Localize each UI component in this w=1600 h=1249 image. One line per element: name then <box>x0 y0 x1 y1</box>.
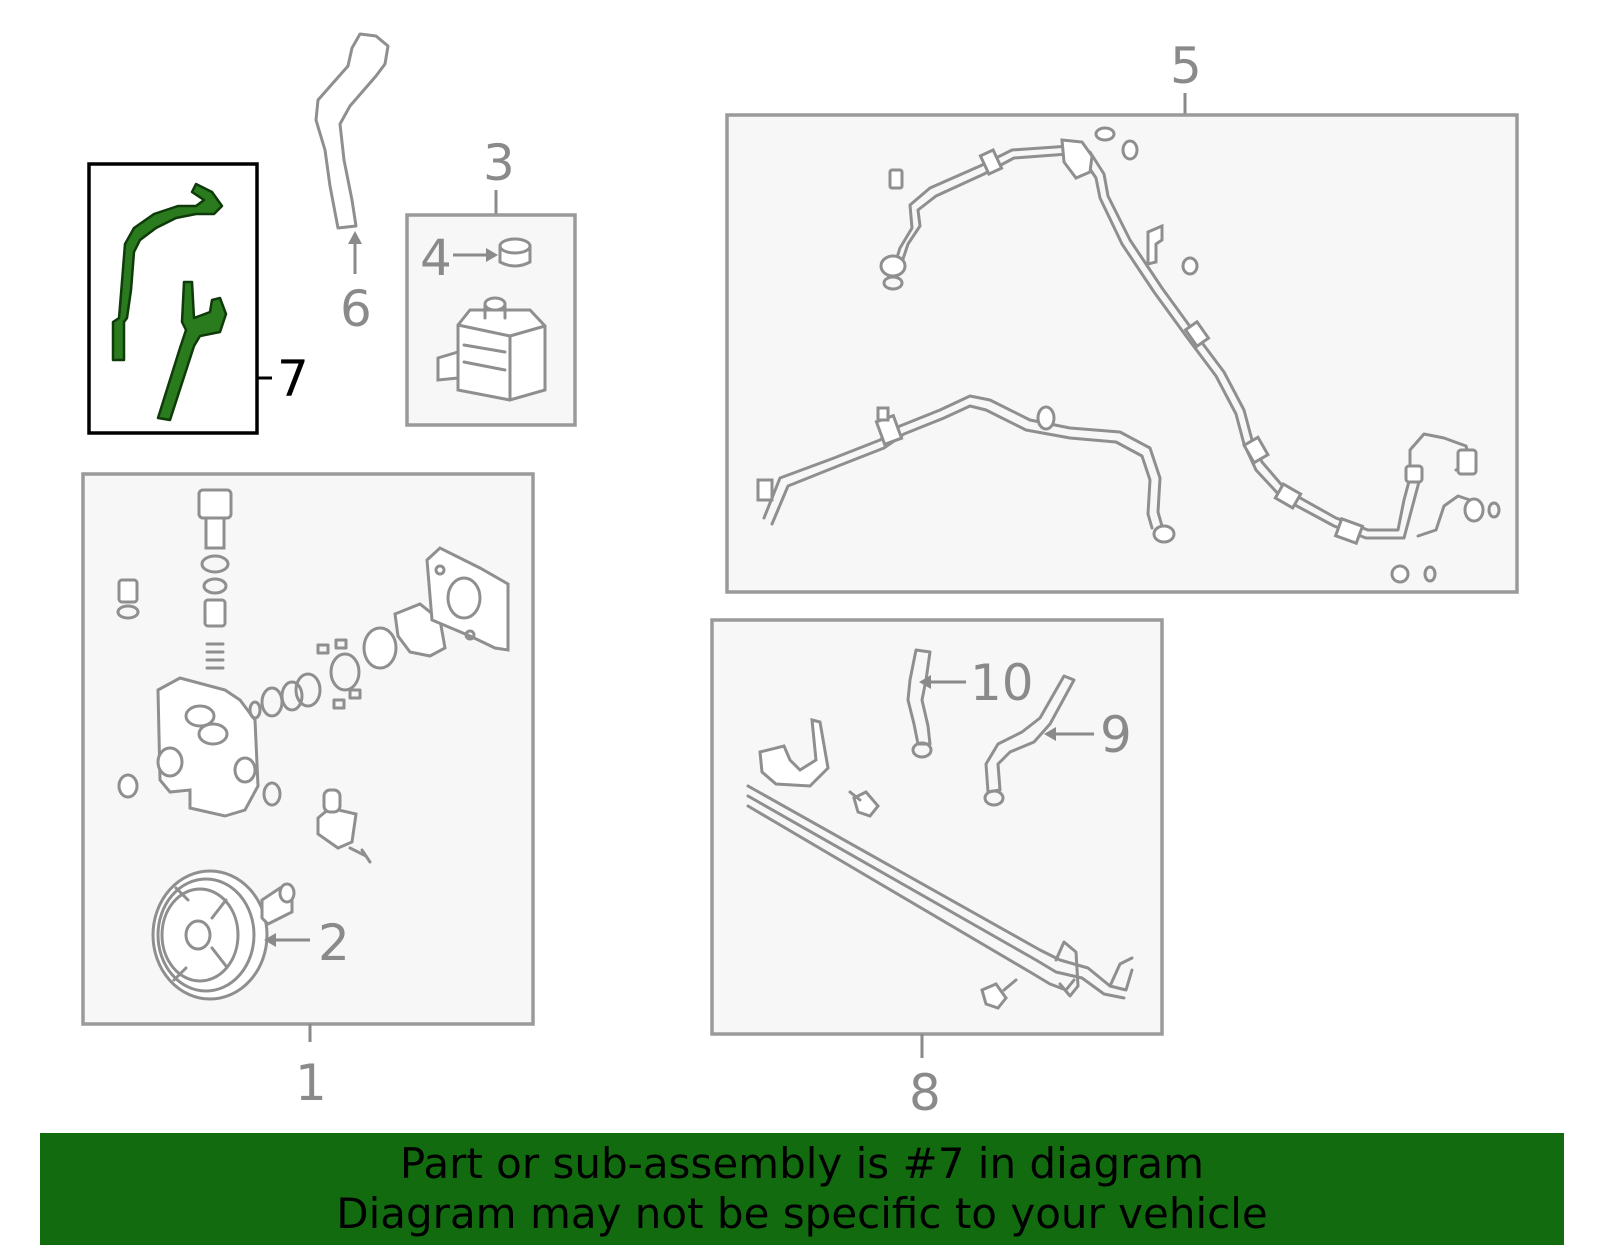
callout-6: 6 <box>340 280 372 338</box>
part-9-arrowhead <box>1044 727 1056 741</box>
part-8-cooler-lines <box>746 718 1134 1010</box>
part-2-pulley <box>151 869 296 1001</box>
part-3-reservoir <box>436 296 547 402</box>
part-8-box <box>710 618 1164 1036</box>
part-1-group[interactable]: 2 1 <box>81 472 535 1112</box>
part-5-hoses <box>756 126 1501 584</box>
part-2-arrowhead <box>264 933 276 947</box>
banner-line-2: Diagram may not be specific to your vehi… <box>336 1189 1268 1238</box>
callout-8: 8 <box>909 1064 941 1122</box>
part-4-arrowhead <box>486 248 498 262</box>
part-6-arrowhead <box>348 231 362 244</box>
callout-3: 3 <box>483 134 515 192</box>
callout-5: 5 <box>1170 37 1202 95</box>
part-7-hoses <box>111 182 228 422</box>
part-3-group[interactable]: 3 4 <box>405 134 577 427</box>
part-10-hose <box>906 648 933 759</box>
part-4-cap <box>498 237 532 268</box>
banner-line-1: Part or sub-assembly is #7 in diagram <box>399 1139 1205 1188</box>
callout-7: 7 <box>277 350 309 408</box>
callout-1: 1 <box>295 1054 327 1112</box>
part-8-group[interactable]: 10 9 8 <box>710 618 1164 1122</box>
callout-4: 4 <box>420 229 452 287</box>
callout-9: 9 <box>1100 706 1132 764</box>
part-7-group[interactable]: 7 <box>87 162 309 435</box>
info-banner: Part or sub-assembly is #7 in diagram Di… <box>40 1133 1564 1245</box>
callout-2: 2 <box>318 914 350 972</box>
part-1-pump <box>116 488 510 864</box>
callout-10: 10 <box>970 654 1034 712</box>
part-9-hose <box>983 674 1076 807</box>
part-6-group[interactable]: 6 <box>314 32 390 338</box>
part-5-box <box>725 113 1519 594</box>
part-10-arrowhead <box>919 675 931 689</box>
part-6-hose <box>314 32 390 230</box>
part-5-group[interactable]: 5 <box>725 37 1519 594</box>
